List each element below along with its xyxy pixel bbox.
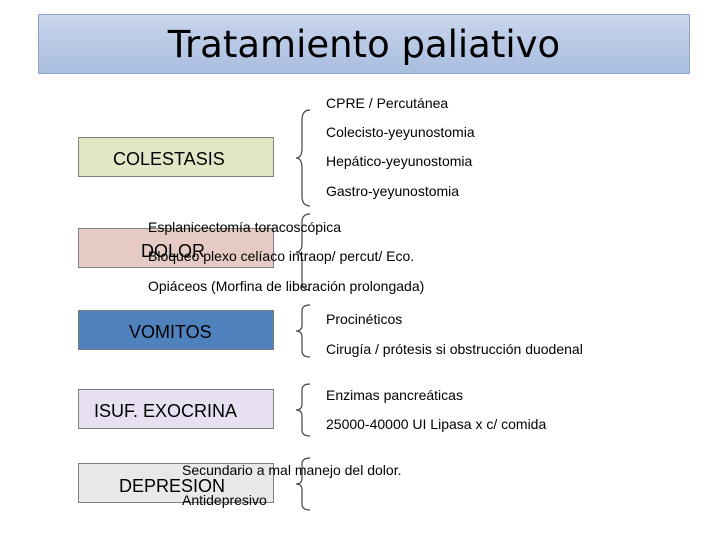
item-insuf-exocrina-1: Enzimas pancreáticas — [326, 387, 463, 403]
brace-depresion — [295, 457, 311, 511]
box-vomitos: VOMITOS — [78, 310, 274, 350]
box-label-dolor: DOLOR — [141, 241, 206, 261]
box-label-depresion: DEPRESION — [119, 476, 226, 496]
item-depresion-1: Secundario a mal manejo del dolor. — [182, 462, 402, 478]
box-label-vomitos: VOMITOS — [129, 322, 212, 342]
brace-insuf-exocrina — [295, 383, 311, 437]
item-colestasis-1: CPRE / Percutánea — [326, 95, 449, 111]
box-label-insuf-exocrina: ISUF. EXOCRINA — [94, 401, 238, 421]
box-depresion: DEPRESION — [78, 463, 274, 503]
item-colestasis-2: Colecisto-yeyunostomia — [326, 124, 475, 140]
page-title: Tratamiento paliativo — [167, 23, 561, 66]
brace-dolor — [295, 213, 311, 291]
item-depresion-2: Antidepresivo — [182, 492, 267, 508]
item-colestasis-3: Hepático-yeyunostomia — [326, 153, 473, 169]
item-vomitos-2: Cirugía / prótesis si obstrucción duoden… — [326, 341, 583, 357]
item-dolor-3: Opiáceos (Morfina de liberación prolonga… — [148, 278, 425, 294]
item-colestasis-4: Gastro-yeyunostomia — [326, 183, 460, 199]
box-insuf-exocrina: ISUF. EXOCRINA — [78, 389, 274, 429]
item-dolor-1: Esplanicectomía toracoscópica — [148, 219, 341, 235]
item-insuf-exocrina-2: 25000-40000 UI Lipasa x c/ comida — [326, 416, 547, 432]
brace-colestasis — [295, 109, 311, 207]
item-dolor-2: Bloqueo plexo celíaco intraop/ percut/ E… — [148, 248, 415, 264]
box-label-colestasis: COLESTASIS — [113, 149, 225, 169]
box-colestasis: COLESTASIS — [78, 137, 274, 177]
title-bar: Tratamiento paliativo — [38, 14, 690, 74]
box-dolor: DOLOR — [78, 228, 274, 268]
item-vomitos-1: Procinéticos — [326, 311, 403, 327]
brace-vomitos — [295, 304, 311, 358]
